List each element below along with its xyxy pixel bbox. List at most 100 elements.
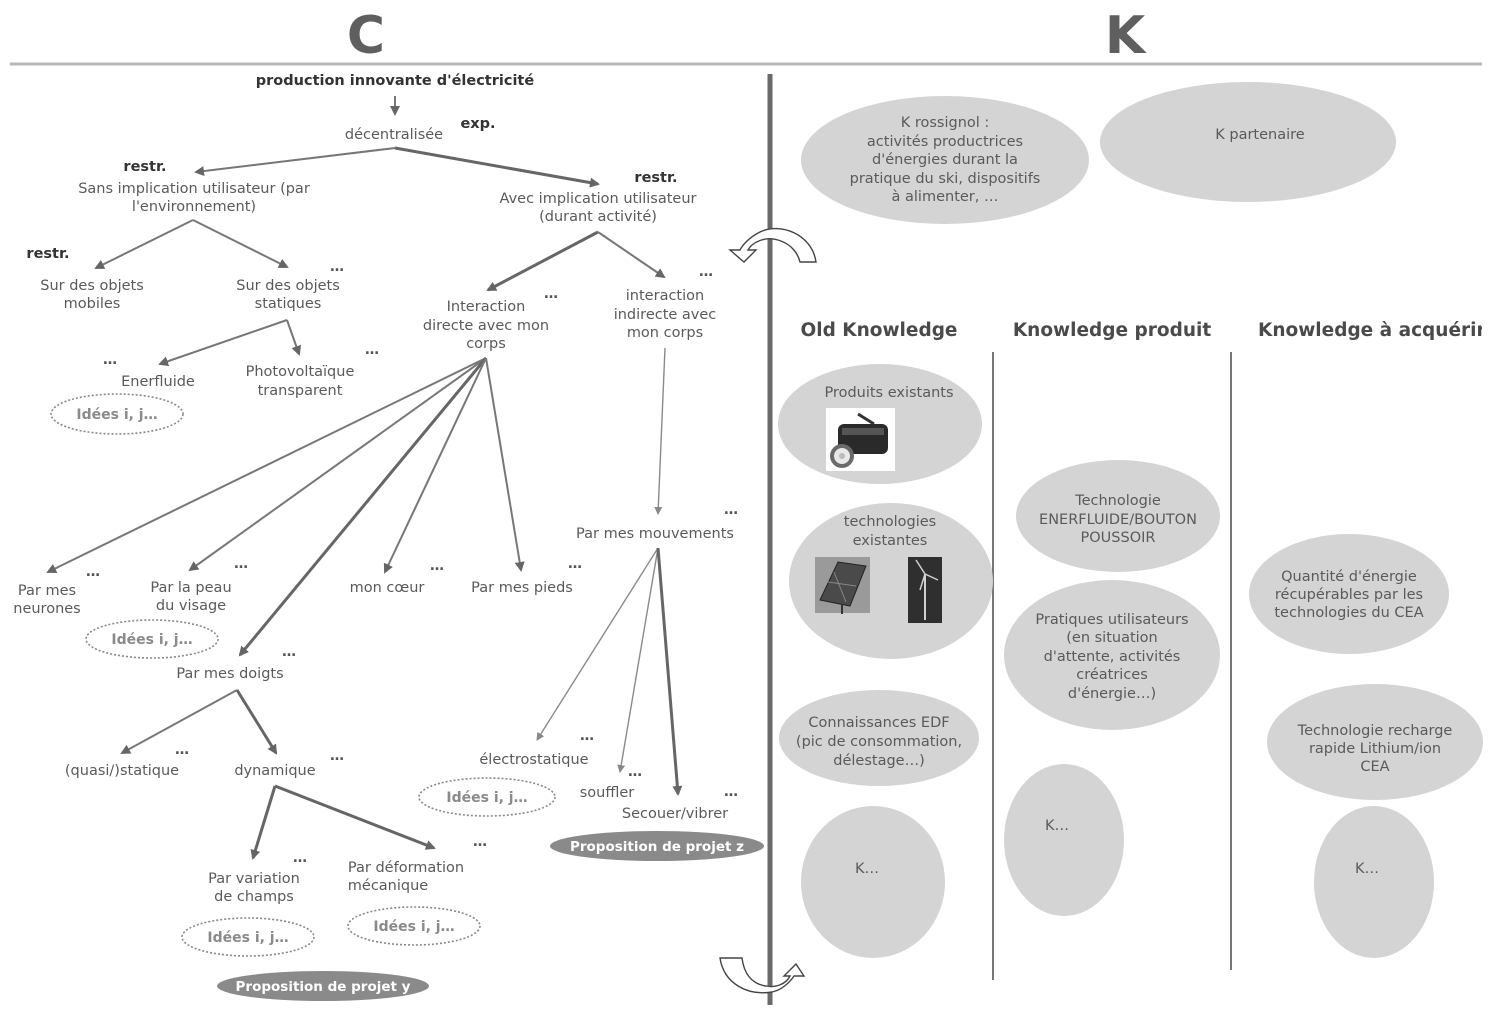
technologie-enerfluide-bubble <box>1016 460 1220 572</box>
ellipsis-doigts: … <box>282 644 296 660</box>
node-objets-statiques-l2: statiques <box>255 296 322 312</box>
node-interaction-directe-l2: directe avec mon <box>423 318 549 334</box>
connaissances-edf-bubble <box>779 690 979 786</box>
node-doigts: Par mes doigts <box>176 666 283 682</box>
curved-arrow-icon <box>719 957 806 994</box>
proposition-y-badge <box>217 971 429 1001</box>
node-deformation-l2: mécanique <box>348 878 429 894</box>
ellipsis-neurones: … <box>86 564 100 580</box>
quantite-energie-bubble <box>1249 534 1449 654</box>
node-interaction-directe-l3: corps <box>466 336 506 352</box>
produits-existants: Produits existants <box>824 385 953 401</box>
flashlight-icon <box>826 408 895 471</box>
technologie-recharge-l1: Technologie recharge <box>1297 723 1453 739</box>
ideas-deformation: Idées i, j… <box>373 919 454 935</box>
node-secouer: Secouer/vibrer <box>622 806 728 822</box>
produit-k-bubble <box>1004 764 1124 916</box>
ellipsis-secouer: … <box>724 784 738 800</box>
ellipsis-pieds: … <box>568 556 582 572</box>
label-restr-avec: restr. <box>634 170 677 186</box>
k-rossignol-l2: activités productrices <box>867 134 1023 150</box>
c-tree-edges <box>46 96 683 860</box>
node-photovoltaique-l2: transparent <box>258 383 343 399</box>
k-partenaire-bubble <box>1100 82 1396 202</box>
technologie-enerfluide-l3: POUSSOIR <box>1081 530 1156 546</box>
label-exp: exp. <box>460 116 495 132</box>
technologies-existantes-l2: existantes <box>853 533 928 549</box>
ellipsis-coeur: … <box>430 558 444 574</box>
node-electrostatique: électrostatique <box>479 752 588 768</box>
column-old-knowledge: Old Knowledge <box>801 320 958 341</box>
proposition-y: Proposition de projet y <box>236 979 411 995</box>
label-restr-sans: restr. <box>123 159 166 175</box>
node-peau-l1: Par la peau <box>150 580 231 596</box>
ellipsis-quasistatique: … <box>175 742 189 758</box>
node-interaction-indirecte-l2: indirecte avec <box>614 307 717 323</box>
node-decentralisee: décentralisée <box>345 127 443 143</box>
ideas-electrostatique: Idées i, j… <box>446 790 527 806</box>
k-rossignol-l3: d'énergies durant la <box>872 152 1018 168</box>
technologie-recharge-l3: CEA <box>1360 759 1389 775</box>
node-neurones-l1: Par mes <box>18 583 76 599</box>
ideas-electrostatique-ellipse <box>418 777 556 817</box>
k-rossignol-l4: pratique du ski, dispositifs <box>850 171 1041 187</box>
node-objets-mobiles-l1: Sur des objets <box>40 278 144 294</box>
ideas-variation: Idées i, j… <box>207 930 288 946</box>
ideas-enerfluide: Idées i, j… <box>76 407 157 423</box>
technologie-enerfluide-l2: ENERFLUIDE/BOUTON <box>1039 512 1197 528</box>
old-k-bubble <box>801 806 945 958</box>
k-partenaire: K partenaire <box>1215 127 1305 143</box>
acquerir-k: K… <box>1355 861 1379 877</box>
produit-k: K… <box>1045 818 1069 834</box>
node-objets-mobiles-l2: mobiles <box>64 296 121 312</box>
quantite-energie-l1: Quantité d'énergie <box>1281 569 1417 585</box>
ellipsis-interaction-directe: … <box>544 286 558 302</box>
node-dynamique: dynamique <box>234 763 315 779</box>
node-sans-implication-l1: Sans implication utilisateur (par <box>78 181 310 197</box>
technologie-enerfluide-l1: Technologie <box>1074 493 1161 509</box>
node-pieds: Par mes pieds <box>471 580 573 596</box>
ellipsis-statiques: … <box>330 259 344 275</box>
node-deformation-l1: Par déformation <box>348 860 464 876</box>
ellipsis-variation: … <box>293 850 307 866</box>
curved-arrow-icon <box>728 227 817 263</box>
pratiques-utilisateurs-l5: d'énergie…) <box>1068 686 1156 702</box>
node-interaction-indirecte-l1: interaction <box>626 288 704 304</box>
node-neurones-l2: neurones <box>13 601 80 617</box>
technologies-existantes-l1: technologies <box>844 514 936 530</box>
node-interaction-indirecte-l3: mon corps <box>627 325 703 341</box>
node-enerfluide: Enerfluide <box>121 374 195 390</box>
node-coeur: mon cœur <box>350 580 425 596</box>
column-knowledge-produit: Knowledge produit <box>1013 320 1211 341</box>
proposition-z-badge <box>550 831 764 861</box>
node-quasistatique: (quasi/)statique <box>65 763 179 779</box>
ideas-peau: Idées i, j… <box>111 632 192 648</box>
wind-turbine-icon <box>908 557 942 623</box>
pratiques-utilisateurs-l3: d'attente, activités <box>1044 649 1181 665</box>
node-sans-implication-l2: l'environnement) <box>132 199 256 215</box>
ideas-variation-ellipse <box>181 917 315 957</box>
ellipsis-souffler: … <box>628 764 642 780</box>
old-k: K… <box>855 861 879 877</box>
pratiques-utilisateurs-l1: Pratiques utilisateurs <box>1035 612 1188 628</box>
ellipsis-mouvements: … <box>724 502 738 518</box>
ellipsis-dynamique: … <box>330 748 344 764</box>
node-souffler: souffler <box>580 785 635 801</box>
ideas-peau-ellipse <box>85 619 219 659</box>
solar-panel-icon <box>815 557 870 614</box>
connaissances-edf-l1: Connaissances EDF <box>808 715 949 731</box>
ellipsis-photovoltaique: … <box>365 342 379 358</box>
ellipsis-enerfluide: … <box>103 352 117 368</box>
node-avec-implication-l2: (durant activité) <box>539 209 657 225</box>
ellipsis-interaction-indirecte: … <box>699 264 713 280</box>
column-clip-mask <box>1482 310 1489 350</box>
k-rossignol-l5: à alimenter, … <box>892 189 999 205</box>
technologie-recharge-bubble <box>1267 684 1483 800</box>
node-photovoltaique-l1: Photovoltaïque <box>246 364 355 380</box>
quantite-energie-l2: récupérables par les <box>1275 587 1423 603</box>
connaissances-edf-l2: (pic de consommation, <box>796 734 962 750</box>
ellipsis-peau: … <box>234 556 248 572</box>
k-rossignol-l1: K rossignol : <box>901 115 990 131</box>
k-rossignol-bubble <box>801 96 1089 224</box>
